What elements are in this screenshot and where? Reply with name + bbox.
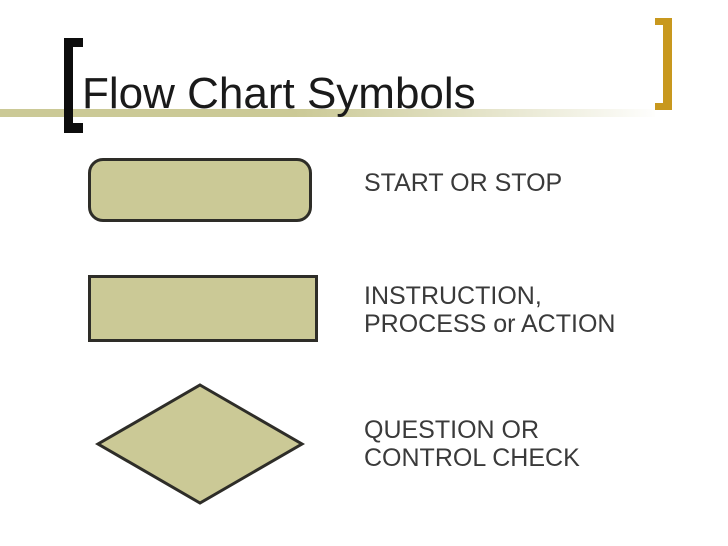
label-line: PROCESS or ACTION — [364, 310, 616, 338]
process-label: INSTRUCTION, PROCESS or ACTION — [364, 282, 615, 338]
title-bracket-right-icon — [655, 18, 672, 110]
slide-title: Flow Chart Symbols — [82, 69, 476, 118]
decision-shape-icon — [95, 383, 305, 505]
label-line: START OR STOP — [364, 169, 563, 197]
title-underline-accent — [0, 109, 655, 117]
label-line: QUESTION OR — [364, 416, 540, 444]
label-line: INSTRUCTION, — [364, 282, 542, 310]
label-line: CONTROL CHECK — [364, 444, 580, 472]
title-bracket-left-icon — [64, 38, 83, 133]
process-shape-icon — [88, 275, 318, 342]
terminator-shape-icon — [88, 158, 312, 222]
terminator-label: START OR STOP — [364, 169, 562, 197]
decision-label: QUESTION OR CONTROL CHECK — [364, 416, 580, 472]
